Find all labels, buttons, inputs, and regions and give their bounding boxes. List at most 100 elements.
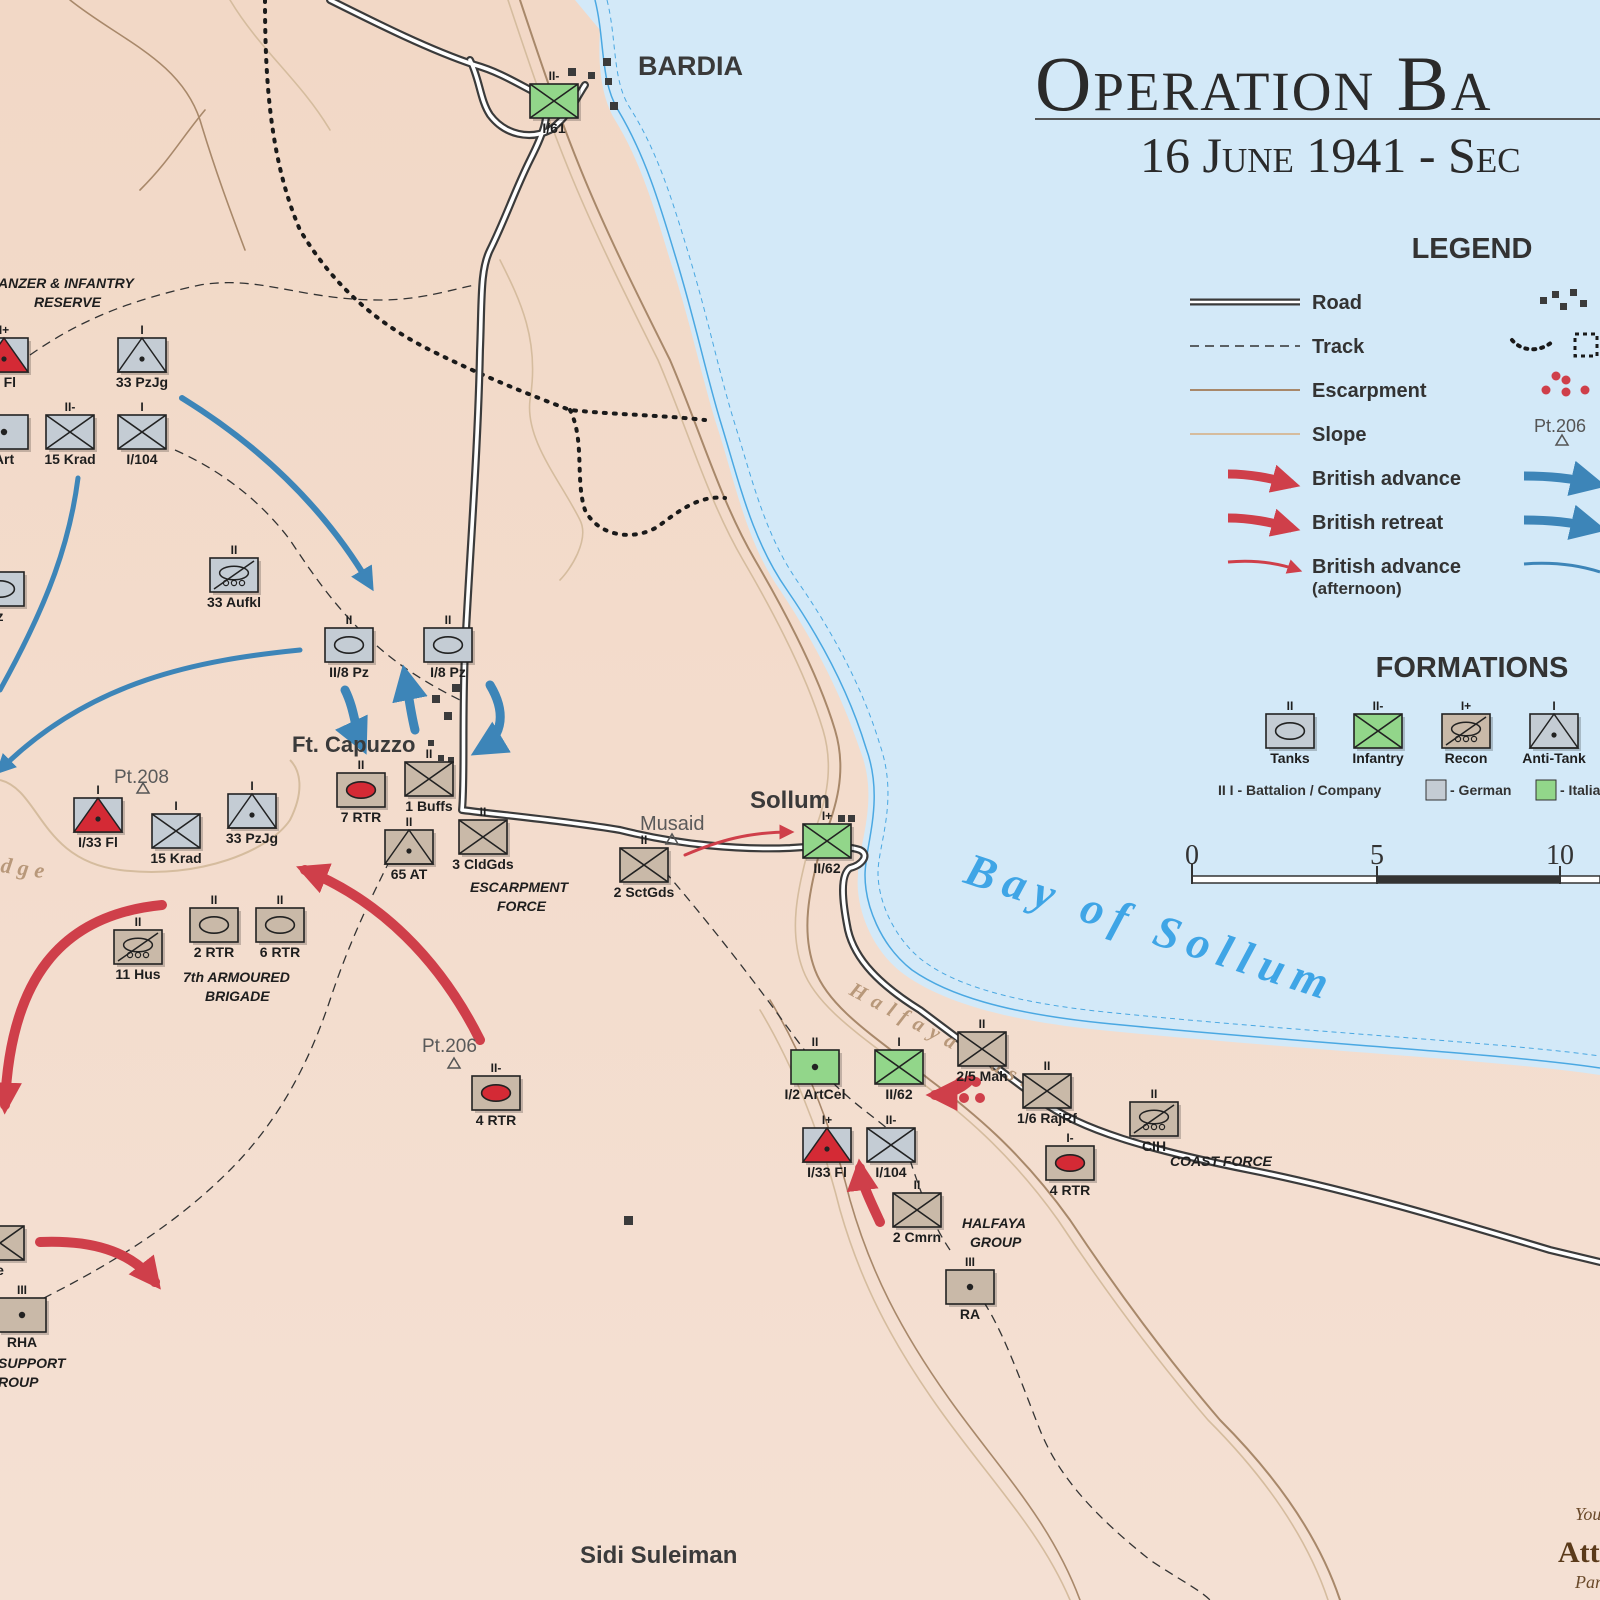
british-advance-arrow: [846, 1158, 885, 1227]
recon-symbol: [218, 565, 250, 581]
unit-i-2-artcel: III/2 ArtCel: [785, 1035, 846, 1102]
recon-wheel: [238, 579, 246, 587]
unit-label: Anti-Tank: [1522, 750, 1586, 766]
settlement-markers: [428, 58, 855, 1225]
legend-british-advance-afternoon: British advance (afternoon): [1227, 556, 1461, 598]
anti-tank-dot: [824, 1146, 830, 1152]
place-capuzzo: Ft. Capuzzo: [292, 732, 415, 757]
place-pt206: Pt.206: [422, 1036, 477, 1057]
infantry-cross: [866, 1127, 916, 1163]
unit-i-33-fl: II/33 Fl: [72, 783, 125, 850]
unit-echelon: I: [96, 783, 99, 797]
unit-echelon: II: [979, 1017, 986, 1031]
recon-wheel: [142, 951, 150, 959]
legend-british-advance-label: British advance: [1312, 468, 1461, 490]
unit-box: [255, 907, 305, 943]
unit-z: z: [0, 571, 27, 624]
unit-echelon: III: [965, 1255, 975, 1269]
legend-british-advance: British advance: [1227, 464, 1461, 493]
anti-tank-symbol: [226, 792, 278, 829]
anti-tank-dot: [95, 816, 101, 822]
unit-echelon: III: [17, 1283, 27, 1297]
unit-4-rtr: I-4 RTR: [1045, 1131, 1097, 1198]
coastline-dashed: [606, 0, 1600, 1057]
unit-echelon: II: [277, 893, 284, 907]
recon-wheel: [230, 579, 238, 587]
tank-symbol: [0, 580, 16, 598]
unit-echelon: I: [1552, 699, 1555, 713]
legend-escarpment: Escarpment: [1190, 380, 1427, 402]
recon-wheel: [1454, 735, 1462, 743]
unit-echelon: II: [406, 815, 413, 829]
unit-echelon: II-: [491, 1061, 502, 1075]
title-block: Operation Ba 16 June 1941 - Sec: [1035, 40, 1600, 183]
legend-wire-icon: [1510, 338, 1554, 352]
unit-label: Recon: [1445, 750, 1488, 766]
unit-echelon: I: [897, 1035, 900, 1049]
recon-slash: [213, 560, 255, 590]
unit-anti-tank: I Anti-Tank: [1522, 699, 1586, 766]
axis-advance-arrow: [335, 685, 368, 755]
unit-i-104: II- I/104: [866, 1113, 918, 1180]
unit-echelon: II: [358, 758, 365, 772]
group-labels: ANZER & INFANTRY RESERVE ESCARPMENT FORC…: [0, 275, 1273, 1390]
unit-box: [1529, 713, 1579, 749]
unit-label: e: [0, 1262, 4, 1278]
unit-echelon: II: [231, 543, 238, 557]
movement-arrows: [0, 395, 975, 1290]
recon-slash: [117, 932, 159, 962]
unit-4-rtr: II-4 RTR: [471, 1061, 523, 1128]
unit-label: 2 Cmrn: [893, 1229, 941, 1245]
anti-tank-dot: [1, 356, 7, 362]
british-advance-arrow: [296, 863, 485, 1045]
artillery-dot: [0, 428, 8, 436]
unit-i-61: II-I/61: [529, 69, 581, 136]
recon-wheel: [1158, 1123, 1166, 1131]
unit-echelon: II: [812, 1035, 819, 1049]
unit-label: 15 Krad: [150, 850, 201, 866]
infantry-cross: [619, 847, 669, 883]
unit-label: Tanks: [1270, 750, 1310, 766]
unit-7-rtr: II7 RTR: [336, 758, 388, 825]
scale-tick-0: 0: [1185, 840, 1199, 871]
place-pt208: Pt.208: [114, 767, 169, 788]
place-musaid: Musaid: [640, 813, 704, 835]
unit-ii-62: I+II/62: [802, 809, 854, 876]
unit-echelon: II: [480, 805, 487, 819]
legend-escarpment-label: Escarpment: [1312, 380, 1427, 402]
unit-label: I/104: [875, 1164, 906, 1180]
unit-echelon: II-: [886, 1113, 897, 1127]
anti-tank-symbol: [801, 1126, 853, 1163]
unit-6-rtr: II6 RTR: [255, 893, 307, 960]
infantry-cross: [0, 1242, 25, 1261]
infantry-cross: [0, 1225, 25, 1244]
unit-1-buffs: II1 Buffs: [404, 747, 456, 814]
infantry-cross: [529, 83, 579, 119]
recon-wheel: [1470, 735, 1478, 743]
recon-wheel: [1462, 735, 1470, 743]
unit-label: I/33 Fl: [807, 1164, 847, 1180]
group-armoured-2: BRIGADE: [205, 988, 270, 1004]
recon-slash: [1133, 1104, 1175, 1134]
anti-tank-dot: [249, 812, 255, 818]
unit-label: I/104: [126, 451, 157, 467]
unit-echelon: II: [445, 613, 452, 627]
unit-box: [0, 571, 25, 607]
unit-1-6-rajrf: II1/6 RajRf: [1017, 1059, 1077, 1126]
unit-echelon: I: [140, 323, 143, 337]
axis-advance-arrow: [179, 395, 374, 592]
unit-echelon: II: [1044, 1059, 1051, 1073]
legend-british-retreat-label: British retreat: [1312, 512, 1443, 534]
unit-3-cldgds: II3 CldGds: [452, 805, 514, 872]
recon-wheel: [1150, 1123, 1158, 1131]
credit: You Att Par: [1558, 1504, 1600, 1592]
unit-2-sctgds: II2 SctGds: [614, 833, 675, 900]
infantry-cross: [45, 414, 95, 450]
unit-label: 33 PzJg: [226, 830, 278, 846]
tank-symbol: [1274, 722, 1306, 740]
unit-recon: I+Recon: [1441, 699, 1493, 766]
